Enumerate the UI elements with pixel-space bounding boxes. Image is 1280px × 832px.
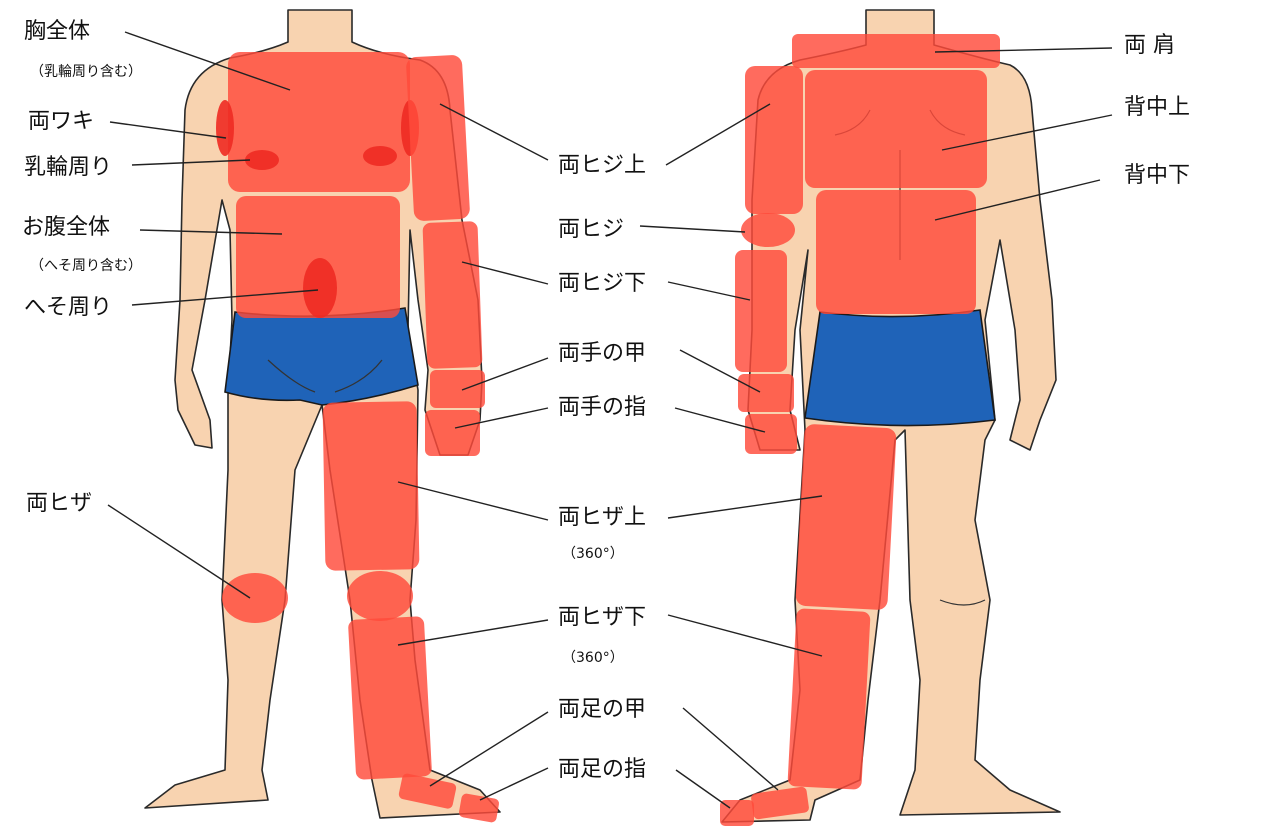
front-figure bbox=[144, 9, 501, 823]
label-belly-note: （へそ周り含む） bbox=[30, 258, 142, 274]
front-shorts bbox=[224, 307, 419, 406]
zone-lower-leg bbox=[348, 616, 432, 780]
label-fingers: 両手の指 bbox=[558, 395, 646, 420]
zone-back-lower-leg bbox=[787, 608, 871, 790]
zone-upper-back bbox=[805, 70, 987, 188]
zone-back-instep bbox=[751, 786, 809, 820]
label-navel: へそ周り bbox=[24, 295, 112, 320]
zone-back-thigh bbox=[795, 424, 897, 610]
zone-upper-arm bbox=[406, 55, 470, 221]
label-forearm: 両ヒジ下 bbox=[558, 271, 646, 296]
back-labels: 両 肩 背中上 背中下 bbox=[1124, 33, 1190, 188]
label-instep: 両足の甲 bbox=[558, 697, 646, 722]
label-areola: 乳輪周り bbox=[24, 155, 112, 180]
label-toes: 両足の指 bbox=[558, 757, 646, 782]
zone-areola-right bbox=[245, 150, 279, 170]
zone-shoulders bbox=[792, 34, 1000, 68]
zone-lower-back bbox=[816, 190, 976, 314]
zone-back-fingers bbox=[745, 414, 797, 454]
zone-navel bbox=[303, 258, 337, 318]
front-labels: 胸全体 （乳輪周り含む） 両ワキ 乳輪周り お腹全体 （へそ周り含む） へそ周り… bbox=[22, 19, 142, 516]
label-belly: お腹全体 bbox=[22, 215, 110, 240]
back-shorts bbox=[804, 309, 996, 427]
label-shoulders: 両 肩 bbox=[1124, 33, 1175, 58]
label-lower-leg-note: （360°） bbox=[562, 650, 624, 666]
zone-fingers bbox=[425, 410, 480, 456]
zone-armpit-right bbox=[216, 100, 234, 156]
label-thigh: 両ヒザ上 bbox=[558, 505, 646, 530]
label-lower-back: 背中下 bbox=[1124, 163, 1190, 188]
back-figure bbox=[720, 9, 1061, 826]
zone-areola-left bbox=[363, 146, 397, 166]
label-knees: 両ヒザ bbox=[26, 491, 92, 516]
label-armpits: 両ワキ bbox=[28, 109, 94, 134]
label-thigh-note: （360°） bbox=[562, 546, 624, 562]
center-labels: 両ヒジ上 両ヒジ 両ヒジ下 両手の甲 両手の指 両ヒザ上 （360°） 両ヒザ下… bbox=[558, 153, 646, 782]
label-elbow: 両ヒジ bbox=[558, 217, 624, 242]
zone-chest bbox=[228, 52, 410, 192]
zone-toes bbox=[458, 793, 500, 823]
label-chest: 胸全体 bbox=[24, 19, 90, 44]
zone-back-hand bbox=[738, 374, 794, 412]
zone-knee-right bbox=[222, 573, 288, 623]
zone-back-of-hand bbox=[430, 370, 485, 408]
zone-knee-left bbox=[347, 571, 413, 621]
zone-thigh bbox=[322, 401, 420, 571]
label-chest-note: （乳輪周り含む） bbox=[30, 63, 142, 80]
label-upper-back: 背中上 bbox=[1124, 95, 1190, 120]
zone-back-elbow bbox=[741, 213, 795, 247]
label-back-of-hand: 両手の甲 bbox=[558, 341, 646, 366]
zone-instep bbox=[398, 773, 457, 809]
front-shorts-detail bbox=[267, 359, 383, 393]
zone-forearm bbox=[422, 221, 483, 369]
leader-lines bbox=[107, 31, 1113, 809]
zone-belly bbox=[236, 196, 400, 318]
label-upper-arm: 両ヒジ上 bbox=[558, 153, 646, 178]
label-lower-leg: 両ヒザ下 bbox=[558, 605, 646, 630]
zone-back-forearm bbox=[735, 250, 787, 372]
zone-back-upper-arm bbox=[745, 66, 803, 214]
